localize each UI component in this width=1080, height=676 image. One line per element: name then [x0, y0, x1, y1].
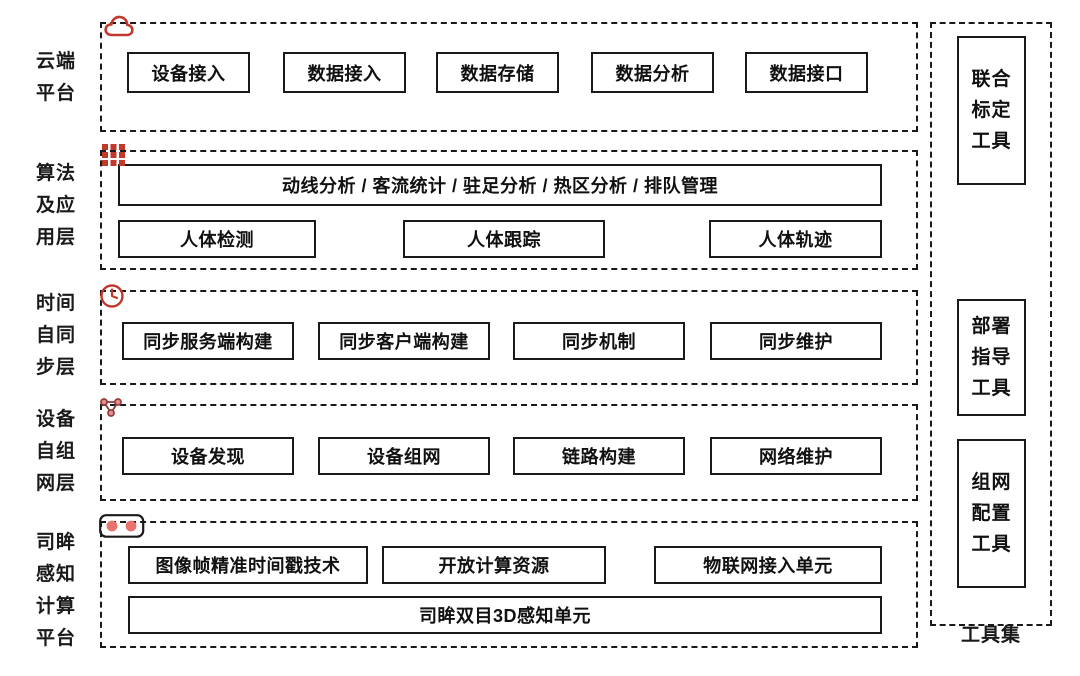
node-data-access[interactable]: 数据接入 [283, 52, 406, 93]
node-network-maintenance[interactable]: 网络维护 [710, 437, 882, 475]
tool-deployment-guidance[interactable]: 部署 指导 工具 [957, 299, 1026, 416]
layer-container-time-sync-layer [100, 290, 918, 385]
layer-container-cloud-platform [100, 22, 918, 132]
layer-container-network-layer [100, 404, 918, 501]
node-iot-access-unit[interactable]: 物联网接入单元 [654, 546, 882, 584]
node-frame-timestamp-tech[interactable]: 图像帧精准时间戳技术 [128, 546, 368, 584]
node-device-discovery[interactable]: 设备发现 [122, 437, 294, 475]
node-open-compute-resource[interactable]: 开放计算资源 [382, 546, 606, 584]
node-data-interface[interactable]: 数据接口 [745, 52, 868, 93]
node-data-analysis[interactable]: 数据分析 [591, 52, 714, 93]
node-device-access[interactable]: 设备接入 [127, 52, 250, 93]
node-analytics-suite[interactable]: 动线分析 / 客流统计 / 驻足分析 / 热区分析 / 排队管理 [118, 164, 882, 206]
tool-network-configuration[interactable]: 组网 配置 工具 [957, 439, 1026, 588]
node-human-tracking[interactable]: 人体跟踪 [403, 220, 605, 258]
node-human-detection[interactable]: 人体检测 [118, 220, 316, 258]
layer-label-algorithm-layer: 算法 及应 用层 [35, 163, 76, 248]
node-human-trajectory[interactable]: 人体轨迹 [709, 220, 882, 258]
node-sync-client-build[interactable]: 同步客户端构建 [318, 322, 490, 360]
layer-label-time-sync-layer: 时间 自同 步层 [35, 293, 76, 378]
node-sync-maintenance[interactable]: 同步维护 [710, 322, 882, 360]
node-stereo-3d-perception-unit[interactable]: 司眸双目3D感知单元 [128, 596, 882, 634]
network-nodes-icon [99, 396, 129, 422]
node-link-construction[interactable]: 链路构建 [513, 437, 685, 475]
tools-panel-container [930, 22, 1052, 626]
tools-panel-caption: 工具集 [960, 625, 1021, 646]
layer-label-perception-platform: 司眸 感知 计算 平台 [35, 532, 76, 649]
layer-label-cloud-platform: 云端 平台 [35, 51, 76, 104]
layer-label-network-layer: 设备 自组 网层 [35, 409, 76, 494]
cloud-icon [103, 13, 134, 39]
layer-container-perception-platform [100, 521, 918, 648]
grid-dots-icon [101, 143, 131, 169]
node-sync-server-build[interactable]: 同步服务端构建 [122, 322, 294, 360]
node-sync-mechanism[interactable]: 同步机制 [513, 322, 685, 360]
stereo-camera-icon [99, 514, 145, 540]
node-device-networking[interactable]: 设备组网 [318, 437, 490, 475]
clock-icon [99, 283, 129, 309]
node-data-storage[interactable]: 数据存储 [436, 52, 559, 93]
layer-container-algorithm-layer [100, 150, 918, 270]
tool-joint-calibration[interactable]: 联合 标定 工具 [957, 36, 1026, 185]
